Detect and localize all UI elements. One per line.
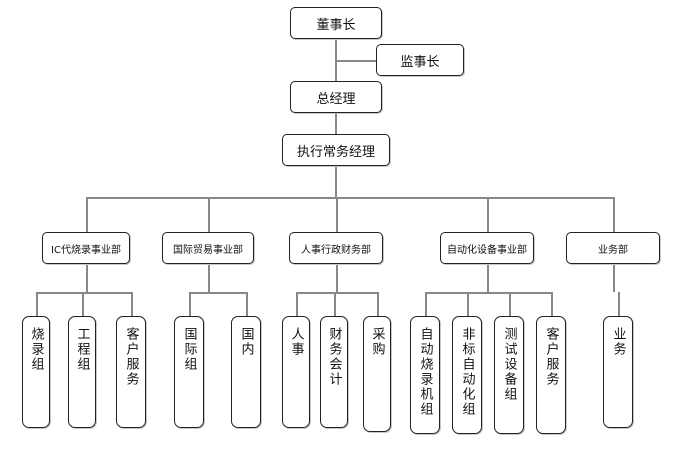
department-label: 国际贸易事业部: [173, 244, 243, 256]
department-drop-connector: [613, 197, 615, 232]
general-manager-box: 总经理: [290, 81, 382, 113]
unit-label: 采购: [369, 327, 385, 357]
unit-drop-connector: [618, 292, 620, 316]
unit-box: 国内: [231, 316, 261, 428]
unit-bus: [296, 292, 377, 294]
unit-box: 工程组: [68, 316, 96, 428]
unit-box: 业务: [603, 316, 633, 428]
unit-box: 自动烧录机组: [410, 316, 440, 434]
department-label: 人事行政财务部: [301, 244, 371, 256]
department-box: 人事行政财务部: [289, 232, 383, 264]
executive-manager-box: 执行常务经理: [282, 134, 390, 166]
unit-label: 业务: [610, 327, 626, 357]
supervisor-label: 监事长: [400, 54, 440, 70]
unit-label: 烧录组: [28, 327, 44, 372]
department-drop-connector: [336, 197, 338, 232]
unit-bus: [36, 292, 131, 294]
department-drop-connector: [208, 197, 210, 232]
unit-drop-connector: [296, 292, 298, 316]
department-label: 业务部: [598, 244, 628, 256]
unit-stem-connector: [487, 264, 489, 292]
department-box: 业务部: [566, 232, 660, 264]
department-drop-connector: [86, 197, 88, 232]
unit-box: 测试设备组: [494, 316, 524, 434]
department-box: 国际贸易事业部: [162, 232, 254, 264]
department-drop-connector: [487, 197, 489, 232]
unit-drop-connector: [246, 292, 248, 316]
department-label: IC代烧录事业部: [51, 244, 121, 256]
unit-box: 客户服务: [536, 316, 566, 434]
supervisor-box: 监事长: [376, 44, 464, 76]
unit-label: 客户服务: [543, 327, 559, 387]
unit-label: 非标自动化组: [459, 327, 475, 417]
unit-stem-connector: [208, 264, 210, 292]
unit-drop-connector: [189, 292, 191, 316]
unit-box: 人事: [282, 316, 310, 428]
unit-bus: [425, 292, 551, 294]
unit-label: 人事: [288, 327, 304, 357]
unit-box: 国际组: [174, 316, 204, 428]
department-box: 自动化设备事业部: [440, 232, 534, 264]
department-box: IC代烧录事业部: [42, 232, 130, 264]
unit-drop-connector: [425, 292, 427, 316]
unit-box: 采购: [363, 316, 391, 432]
unit-bus: [189, 292, 246, 294]
unit-label: 工程组: [74, 327, 90, 372]
department-bus: [86, 197, 613, 199]
unit-label: 国内: [238, 327, 254, 357]
general-manager-label: 总经理: [316, 91, 356, 107]
unit-box: 非标自动化组: [452, 316, 482, 434]
unit-drop-connector: [82, 292, 84, 316]
unit-box: 烧录组: [22, 316, 50, 428]
unit-box: 客户服务: [116, 316, 146, 428]
executive-manager-label: 执行常务经理: [296, 144, 375, 160]
unit-box: 财务会计: [320, 316, 348, 428]
unit-drop-connector: [334, 292, 336, 316]
unit-drop-connector: [36, 292, 38, 316]
unit-label: 财务会计: [326, 327, 342, 387]
unit-drop-connector: [551, 292, 553, 316]
supervisor-connector: [335, 60, 376, 62]
department-label: 自动化设备事业部: [447, 244, 527, 256]
unit-drop-connector: [467, 292, 469, 316]
unit-stem-connector: [86, 264, 88, 292]
unit-stem-connector: [613, 264, 615, 292]
unit-drop-connector: [131, 292, 133, 316]
chairman-label: 董事长: [316, 17, 356, 33]
unit-drop-connector: [377, 292, 379, 316]
unit-drop-connector: [509, 292, 511, 316]
unit-label: 测试设备组: [501, 327, 517, 402]
unit-label: 国际组: [181, 327, 197, 372]
unit-stem-connector: [336, 264, 338, 292]
chairman-box: 董事长: [290, 7, 382, 39]
unit-label: 客户服务: [123, 327, 139, 387]
unit-label: 自动烧录机组: [417, 327, 433, 417]
executive-down-connector: [335, 166, 337, 198]
